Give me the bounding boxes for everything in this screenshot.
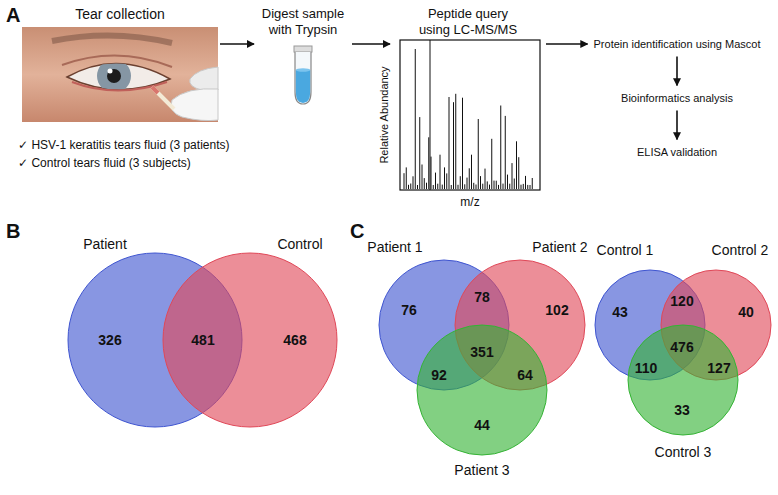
step-caption: ELISA validation — [637, 145, 717, 160]
sample-note: ✓ HSV-1 keratitis tears fluid (3 patient… — [18, 138, 229, 152]
process-step: Digest sample with Trypsin — [256, 6, 350, 108]
glove-finger — [171, 89, 218, 121]
sample-note: ✓ Control tears fluid (3 subjects) — [18, 156, 191, 170]
mass-spectrum — [400, 40, 540, 190]
set-name: Patient 3 — [454, 462, 509, 478]
process-step: Peptide query using LC-MS/MS — [392, 6, 544, 194]
set-name: Patient 1 — [367, 239, 422, 255]
test-tube — [294, 46, 312, 104]
venn-circle — [162, 252, 338, 428]
region-count: 43 — [612, 304, 628, 320]
step-caption: Protein identification using Mascot — [594, 37, 761, 52]
region-count: 78 — [474, 289, 490, 305]
region-count: 110 — [635, 360, 658, 376]
set-name: Patient 2 — [532, 239, 587, 255]
schirmer-strip — [152, 87, 174, 109]
spectrum-marker — [430, 40, 431, 190]
venn-circle-shape — [628, 325, 738, 435]
glove-finger — [190, 67, 218, 90]
panel-letter: A — [6, 4, 20, 26]
region-count: 76 — [401, 302, 417, 318]
tube-liquid — [296, 70, 310, 103]
step-caption: Peptide query using LC-MS/MS — [414, 6, 522, 38]
flow-arrow — [676, 111, 678, 140]
highlight — [108, 69, 113, 74]
set-name: Control 1 — [597, 242, 654, 258]
spectrum-frame — [400, 40, 540, 190]
flow-arrow — [352, 43, 390, 45]
iris — [97, 59, 131, 93]
region-count: 326 — [98, 332, 121, 348]
eye-photo — [22, 27, 218, 122]
region-count: 468 — [283, 332, 306, 348]
venn-set: Control468 — [162, 252, 338, 428]
region-count: 44 — [474, 417, 490, 433]
tube-cap — [294, 46, 312, 52]
panel-letter: B — [6, 220, 20, 242]
venn-set: Patient 344 — [416, 324, 548, 456]
venn-circle-shape — [417, 325, 547, 455]
step-caption: Digest sample with Trypsin — [256, 6, 350, 38]
axis-label: Relative Abundancy — [378, 66, 391, 163]
region-count: 120 — [670, 293, 693, 309]
step-caption: Tear collection — [22, 6, 218, 22]
region-count: 92 — [431, 367, 447, 383]
liquid-surface — [296, 68, 310, 72]
region-count: 33 — [674, 402, 690, 418]
set-name: Control 3 — [655, 444, 712, 460]
tube-body — [295, 52, 311, 104]
flow-arrow — [676, 57, 678, 86]
process-step: Bioinformatics analysis — [617, 88, 737, 109]
set-name: Control — [277, 236, 322, 252]
step-caption: Bioinformatics analysis — [621, 91, 733, 106]
region-count: 127 — [707, 360, 730, 376]
set-name: Control 2 — [712, 242, 769, 258]
strip-tip — [152, 87, 158, 93]
flow-arrow — [546, 43, 588, 45]
region-count: 64 — [517, 367, 533, 383]
pupil — [107, 69, 121, 83]
spectrum-peaks — [404, 49, 532, 189]
process-step: Protein identification using Mascot — [590, 34, 765, 55]
set-name: Patient — [83, 236, 127, 252]
eyebrow — [52, 35, 172, 43]
axis-label: m/z — [460, 195, 479, 209]
skin — [22, 27, 218, 122]
venn-circle-shape — [163, 253, 337, 427]
region-count: 102 — [545, 302, 568, 318]
panel-letter: C — [350, 220, 364, 242]
region-count: 476 — [670, 339, 693, 355]
flow-arrow — [220, 43, 254, 45]
region-count: 40 — [738, 304, 754, 320]
region-count: 481 — [191, 332, 214, 348]
venn-circle — [416, 324, 548, 456]
region-count: 351 — [470, 344, 493, 360]
process-step: Tear collection — [22, 6, 218, 124]
process-step: ELISA validation — [633, 142, 721, 163]
